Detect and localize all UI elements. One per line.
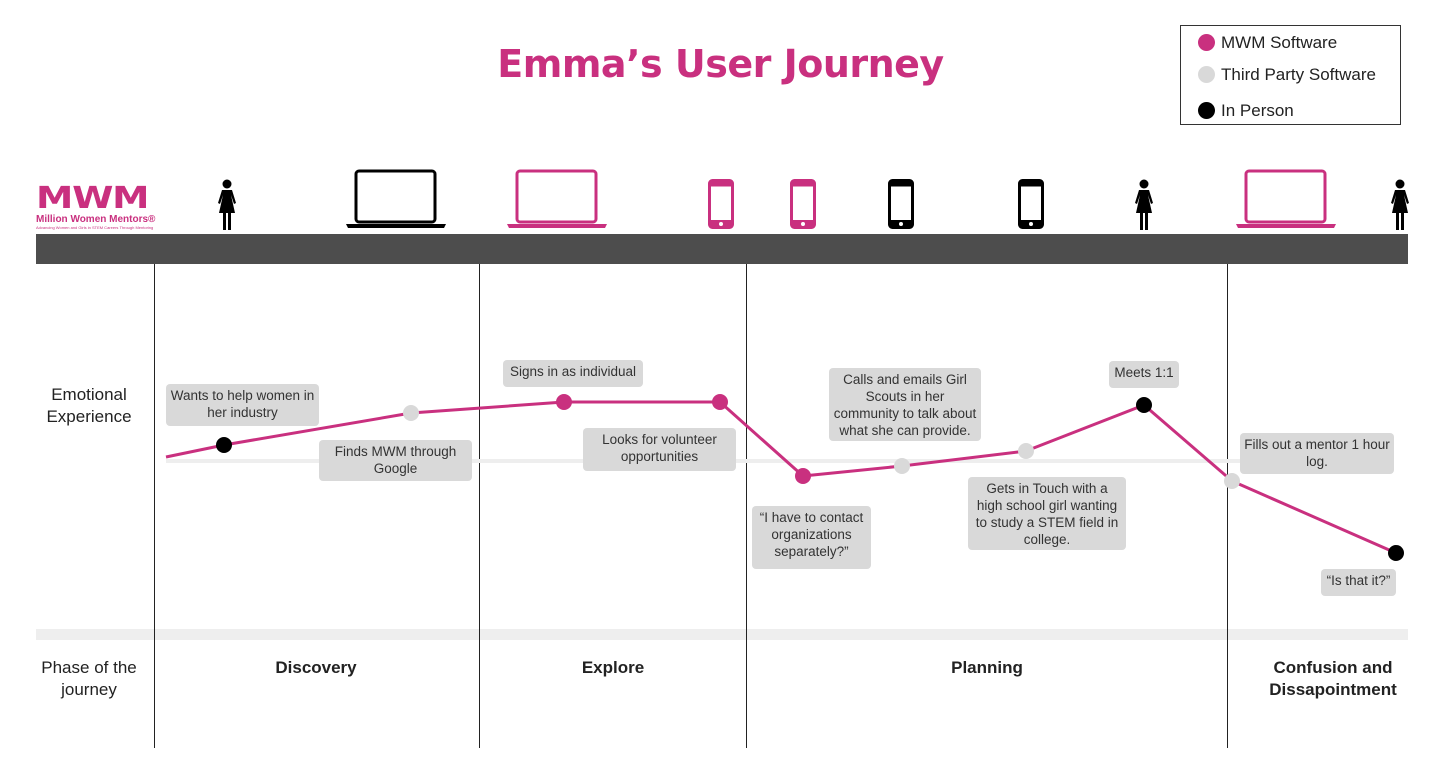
person-icon: [1391, 179, 1409, 230]
logo-acronym: MWM: [36, 181, 150, 216]
logo-name: Million Women Mentors®: [36, 214, 156, 225]
note-bubble: Fills out a mentor 1 hour log.: [1240, 433, 1394, 474]
legend-label: In Person: [1221, 101, 1294, 120]
note-bubble: Signs in as individual: [503, 360, 643, 387]
phase-discovery: Discovery: [275, 658, 357, 677]
phone-icon: [888, 179, 914, 229]
journey-point-5: [795, 468, 811, 484]
phase-divider: [1227, 264, 1228, 748]
journey-point-7: [1018, 443, 1034, 459]
person-icon: [218, 179, 236, 230]
journey-point-4: [712, 394, 728, 410]
laptop-icon: [346, 169, 446, 228]
note-bubble: Calls and emails Girl Scouts in her comm…: [829, 368, 981, 441]
phase-divider: [479, 264, 480, 748]
logo-tagline: Advancing Women and Girls in STEM Career…: [36, 225, 154, 230]
note-bubble: Wants to help women in her industry: [166, 384, 319, 426]
phone-icon: [1018, 179, 1044, 229]
in-person-dot-icon: [1198, 102, 1215, 119]
row-label-emotional: Emotional Experience: [46, 385, 132, 426]
note-bubble: Gets in Touch with a high school girl wa…: [968, 477, 1126, 550]
journey-point-3: [556, 394, 572, 410]
legend-label: MWM Software: [1221, 33, 1338, 52]
phase-divider: [746, 264, 747, 748]
page-title: Emma’s User Journey: [497, 42, 944, 86]
journey-point-2: [403, 405, 419, 421]
mwm-logo: MWM Million Women Mentors® Advancing Wom…: [36, 184, 156, 232]
third-party-dot-icon: [1198, 66, 1215, 83]
phase-divider-band: [36, 629, 1408, 640]
journey-point-9: [1224, 473, 1240, 489]
note-bubble: Meets 1:1: [1109, 361, 1179, 388]
phase-confusion: Confusion and Dissapointment: [1269, 658, 1397, 699]
phase-divider: [154, 264, 155, 748]
phone-icon: [708, 179, 734, 229]
journey-point-8: [1136, 397, 1152, 413]
mwm-dot-icon: [1198, 34, 1215, 51]
note-bubble: “I have to contact organizations separat…: [752, 506, 871, 569]
journey-point-1: [216, 437, 232, 453]
note-bubble: Looks for volunteer opportunities: [583, 428, 736, 471]
row-label-phase: Phase of the journey: [41, 658, 137, 699]
laptop-icon: [1236, 169, 1336, 228]
legend-label: Third Party Software: [1221, 65, 1376, 84]
note-bubble: Finds MWM through Google: [319, 440, 472, 481]
journey-point-6: [894, 458, 910, 474]
person-icon: [1135, 179, 1153, 230]
touchpoint-band: [36, 234, 1408, 264]
phase-planning: Planning: [951, 658, 1023, 677]
phone-icon: [790, 179, 816, 229]
journey-point-10: [1388, 545, 1404, 561]
laptop-icon: [507, 169, 607, 228]
phase-explore: Explore: [581, 658, 645, 677]
note-bubble: “Is that it?”: [1321, 569, 1396, 596]
legend: MWM Software Third Party Software In Per…: [1180, 25, 1401, 125]
